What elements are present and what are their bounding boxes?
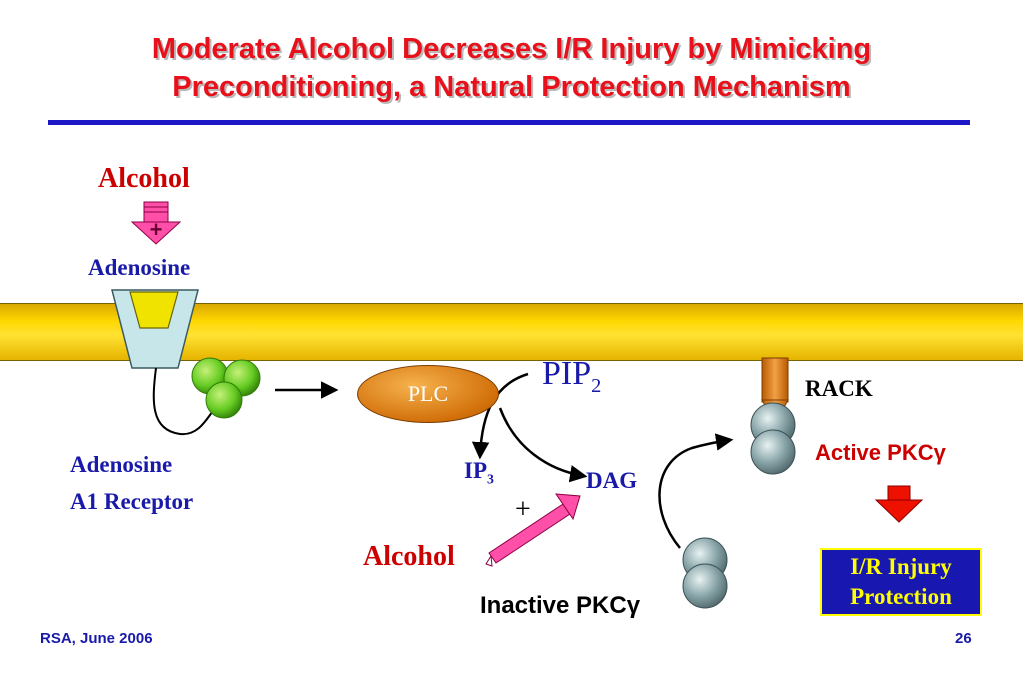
protection-box: I/R Injury Protection [820,548,982,616]
title-line-2: Preconditioning, a Natural Protection Me… [172,71,851,103]
plc-enzyme: PLC [357,365,499,423]
label-ip3: IP3 [464,458,494,488]
label-dag: DAG [586,468,638,493]
label-protection-line-2: Protection [850,584,952,609]
pkc-translocation-arrow [658,433,734,549]
alcohol-stimulus-arrow-bottom [485,493,581,567]
label-ip-text: IP [464,458,487,483]
label-alcohol-top: Alcohol [98,163,190,194]
label-inactive-pkc: Inactive PKCγ [480,592,641,619]
label-pip-subscript: 2 [591,374,602,397]
slide-title: Moderate Alcohol Decreases I/R Injury by… [20,30,1003,106]
label-receptor-line-1: Adenosine [70,452,173,477]
inactive-pkc [682,537,728,609]
label-adenosine: Adenosine [88,255,191,280]
label-receptor-line-2: A1 Receptor [70,489,194,514]
label-alcohol-bottom: Alcohol [363,541,455,572]
title-line-1: Moderate Alcohol Decreases I/R Injury by… [151,33,872,65]
label-pip-text: PIP [542,355,592,392]
label-rack: RACK [805,376,873,401]
plus-sign-top: + [150,217,163,242]
alcohol-stimulus-arrow-top [130,201,182,245]
dag-arrow [498,407,588,483]
title-underline [48,120,970,125]
footer-page-number: 26 [955,630,972,647]
adenosine-a1-receptor [111,289,216,436]
label-ip-subscript: 3 [487,471,494,487]
label-protection-line-1: I/R Injury [850,554,952,579]
g-protein [191,357,261,419]
footer-date: RSA, June 2006 [40,630,153,647]
label-active-pkc: Active PKCγ [815,440,946,465]
label-plc: PLC [407,381,449,406]
protection-arrow [874,485,924,523]
active-pkc [750,402,796,475]
plus-sign-mid: + [515,494,531,525]
label-pip2: PIP2 [542,355,601,398]
